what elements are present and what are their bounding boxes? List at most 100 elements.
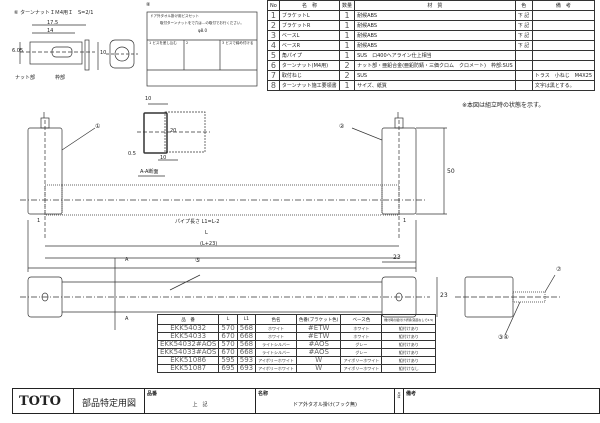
- dim-6-05: 6.05: [12, 48, 24, 54]
- table-cell: 組付けなし: [381, 364, 437, 373]
- table-cell: 2: [339, 60, 356, 71]
- doc-type-cell: 部品特定用図: [74, 389, 145, 413]
- callout-7: ⑦: [556, 266, 562, 273]
- dim-14: 14: [47, 28, 54, 34]
- doc-type: 部品特定用図: [82, 399, 137, 409]
- table-cell: アイボリーホワイト: [340, 356, 383, 365]
- header-color-code: 色番(ブラケット色): [295, 314, 342, 325]
- instruction-sheet-detail: [146, 11, 258, 87]
- table-cell: ライトシルバー: [255, 340, 297, 349]
- step2: 2: [186, 41, 189, 45]
- table-cell: 耐候ABS: [354, 20, 516, 31]
- header-material: 材 質: [354, 0, 516, 11]
- table-cell: アイボリーホワイト: [255, 356, 297, 365]
- table-cell: 695: [218, 364, 238, 373]
- table-cell: EKK51087: [156, 364, 220, 373]
- dim-1-right: 1: [403, 218, 407, 224]
- title-block: TOTO 部品特定用図 品番上 記 名称ドア外タオル掛け(フック無) 尺度 備考: [12, 388, 600, 414]
- table-cell: [531, 60, 596, 71]
- header-name: 名 称: [278, 0, 341, 11]
- turn-nut-detail: [19, 24, 138, 71]
- table-cell: 下 記: [514, 20, 533, 31]
- table-cell: [514, 70, 533, 81]
- table-cell: [531, 20, 596, 31]
- table-cell: ホワイト: [340, 324, 383, 333]
- table-cell: トラス 小ねじ M4X25: [531, 70, 596, 81]
- callout-3-4: ③④: [498, 334, 509, 341]
- table-cell: [514, 50, 533, 61]
- dim-10: 10: [100, 50, 107, 56]
- table-cell: ブラケットL: [278, 10, 341, 21]
- table-cell: [531, 40, 596, 51]
- table-cell: ベースR: [278, 40, 341, 51]
- model-header: 品 番 L L1 色名 色番(ブラケット色) ベース色 機付時の組付け状態(突起…: [156, 314, 437, 325]
- dim-pipe-length: パイプ長さ L1=L-2: [175, 219, 220, 225]
- table-cell: 1: [339, 80, 356, 91]
- table-cell: 角パイプ: [278, 50, 341, 61]
- header-assembly: 機付時の組付け状態(突起なしで2.5): [381, 314, 437, 325]
- header-part-no: 品 番: [156, 314, 220, 325]
- table-cell: 組付けあり: [381, 324, 437, 333]
- sec-dim-0-5: 0.5: [128, 151, 136, 157]
- table-cell: [531, 50, 596, 61]
- sec-dim-20: 20: [170, 128, 177, 134]
- header-l1: L1: [236, 314, 257, 325]
- table-cell: 1: [339, 10, 356, 21]
- table-cell: グレー: [340, 348, 383, 357]
- table-cell: 組付けあり: [381, 332, 437, 341]
- table-cell: W: [295, 364, 342, 373]
- header-qty: 数量: [339, 0, 356, 11]
- table-cell: SUS: [354, 70, 516, 81]
- table-cell: [514, 80, 533, 91]
- table-cell: ライトシルバー: [255, 348, 297, 357]
- part-no-label: 品番: [147, 391, 158, 397]
- part-no-value: 上 記: [192, 402, 208, 408]
- front-view: [20, 112, 447, 272]
- table-cell: 693: [236, 364, 257, 373]
- name-label: 名称: [258, 391, 269, 397]
- table-cell: 下 記: [514, 30, 533, 41]
- detail8-label: ⑧: [146, 2, 151, 8]
- table-cell: ベースL: [278, 30, 341, 41]
- table-cell: 取付ねじ: [278, 70, 341, 81]
- detail8-line2: 取付ターンナットをで穴は…の取付でお行ください。: [160, 21, 244, 25]
- table-cell: 2: [339, 70, 356, 81]
- scale-cell: 尺度: [395, 389, 404, 413]
- table-cell: 7: [267, 70, 280, 81]
- leader-nut: ナット部: [15, 75, 36, 81]
- detail8-line1: ドア外タオル掛け用ビスセット: [150, 14, 199, 18]
- callout-2: ②: [339, 123, 345, 130]
- table-cell: 3: [267, 30, 280, 41]
- dim-1-left: 1: [37, 218, 41, 224]
- callout-1: ①: [95, 123, 101, 130]
- table-cell: 1: [339, 30, 356, 41]
- detail8-line3: φ8.0: [198, 28, 207, 33]
- section-label: A-A断面: [140, 169, 159, 175]
- table-cell: グレー: [340, 340, 383, 349]
- leader-frame: 枠部: [55, 75, 66, 81]
- sec-dim-10b: 10: [160, 155, 167, 161]
- table-cell: 1: [339, 40, 356, 51]
- table-cell: 耐候ABS: [354, 10, 516, 21]
- name-cell: 名称ドア外タオル掛け(フック無): [256, 389, 395, 413]
- header-base-color: ベース色: [340, 314, 383, 325]
- dim-23-height: 23: [440, 292, 448, 299]
- step1: 1 ビスを差し込む: [149, 41, 177, 45]
- table-cell: 文字は黒とする。: [531, 80, 596, 91]
- dim-50: 50: [447, 168, 455, 175]
- header-color-name: 色名: [255, 314, 297, 325]
- model-table: 品 番 L L1 色名 色番(ブラケット色) ベース色 機付時の組付け状態(突起…: [156, 314, 437, 373]
- step3: 3 ビスで締め付ける: [222, 41, 254, 45]
